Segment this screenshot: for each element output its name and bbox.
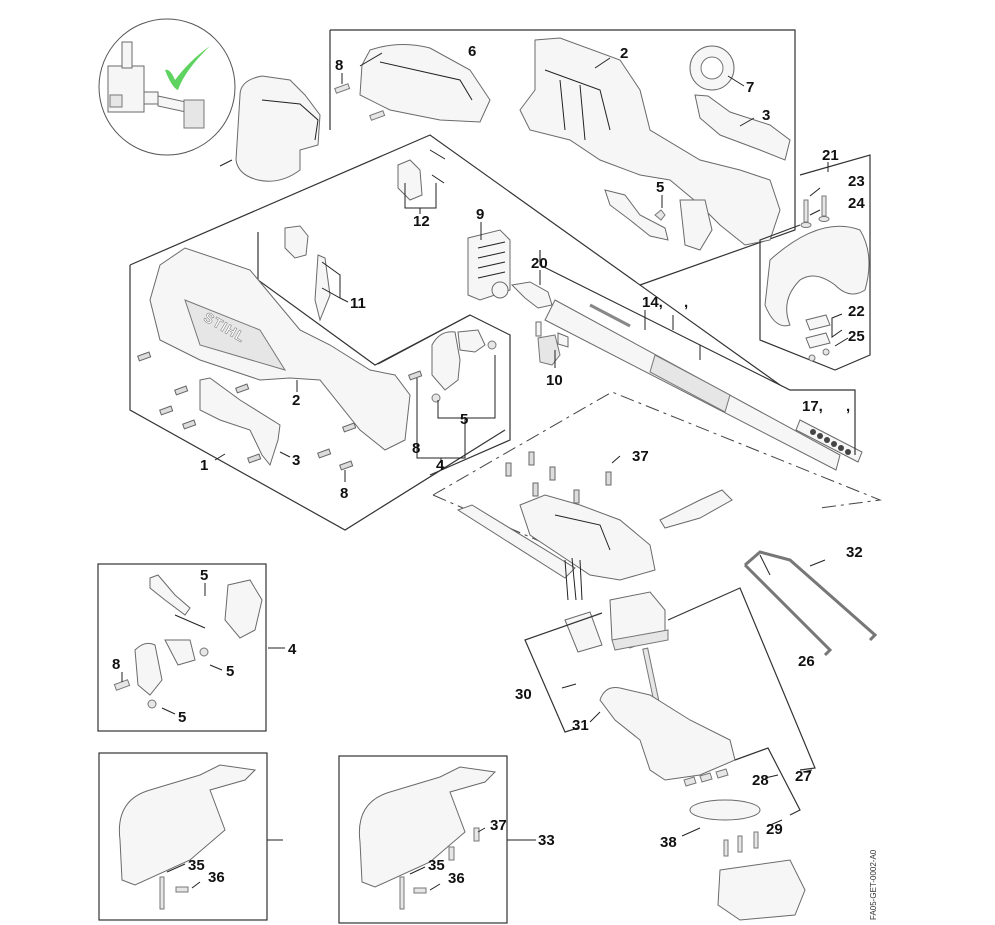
label-10: 10	[546, 372, 563, 389]
part-2-housing	[519, 37, 781, 246]
part-3-grip	[199, 377, 281, 467]
part-17-sticker	[795, 419, 863, 463]
tube-part	[456, 504, 576, 579]
label-21: 21	[822, 147, 839, 164]
label-5: 5	[656, 179, 664, 196]
label-26: 26	[798, 653, 815, 670]
label-3-middle: 3	[292, 452, 300, 469]
part-1-housing: STIHL	[149, 247, 411, 451]
part-11-contacts	[284, 225, 331, 322]
part-5-lever	[604, 189, 713, 251]
box-part-27	[734, 747, 801, 816]
label-36-right: 36	[448, 870, 465, 887]
label-8: 8	[335, 57, 343, 74]
check-mark-icon	[165, 46, 210, 90]
label-5-detail-mid: 5	[226, 663, 234, 680]
label-2: 2	[620, 45, 628, 62]
part-20-cable	[510, 281, 553, 309]
label-8-middle: 8	[340, 485, 348, 502]
label-14-comma: ,	[684, 294, 688, 311]
label-30: 30	[515, 686, 532, 703]
label-38: 38	[660, 834, 677, 851]
callout-labels: 8 6 2 7 3 5 12 9 20 11 10 14, , 17, , 21…	[112, 43, 865, 887]
label-12: 12	[413, 213, 430, 230]
guard-right-part	[358, 766, 497, 910]
label-5-box4: 5	[460, 411, 468, 428]
label-8-detail: 8	[112, 656, 120, 673]
part-7-ring	[689, 45, 735, 91]
label-5-detail-bot: 5	[178, 709, 186, 726]
part-21-handle	[764, 195, 870, 362]
screw-8-top	[334, 83, 386, 121]
label-17-comma: ,	[846, 398, 850, 415]
loop-handle-part	[659, 489, 733, 529]
label-35-right: 35	[428, 857, 445, 874]
screws-8-middle	[137, 351, 423, 471]
label-17: 17,	[802, 398, 823, 415]
label-25: 25	[848, 328, 865, 345]
label-27: 27	[795, 768, 812, 785]
label-37: 37	[632, 448, 649, 465]
battery-cover-part	[219, 75, 321, 182]
screws-37	[505, 451, 612, 504]
part-32-bracket	[743, 550, 878, 657]
label-20: 20	[531, 255, 548, 272]
label-23: 23	[848, 173, 865, 190]
label-24: 24	[848, 195, 865, 212]
part-9-module	[467, 229, 511, 301]
box-part-26	[667, 587, 816, 771]
box-part-4-detail	[97, 563, 267, 732]
box-guard-left	[98, 752, 268, 921]
label-11: 11	[350, 295, 366, 312]
label-37-guard: 37	[490, 817, 507, 834]
label-33: 33	[538, 832, 555, 849]
label-14: 14,	[642, 294, 663, 311]
label-31: 31	[572, 717, 589, 734]
box-top-housing	[329, 29, 796, 286]
leader-lines	[121, 52, 849, 891]
box-shaft	[539, 250, 856, 455]
label-29: 29	[766, 821, 783, 838]
box-part-21	[759, 154, 871, 371]
handle-body-part	[519, 494, 656, 601]
label-28: 28	[752, 772, 769, 789]
label-4-middle: 4	[436, 457, 445, 474]
drawing-code: FA05-GET-0002-A0	[869, 849, 878, 920]
label-8-box4: 8	[412, 440, 420, 457]
part-4-assembly-middle	[431, 329, 497, 403]
box-part-30	[524, 612, 603, 733]
label-35-left: 35	[188, 857, 205, 874]
label-32: 32	[846, 544, 863, 561]
part-3-trim	[694, 94, 791, 161]
part-14-shaft	[544, 299, 841, 471]
inset-switch-detail	[98, 18, 236, 156]
label-36-left: 36	[208, 869, 225, 886]
label-2-middle: 2	[292, 392, 300, 409]
motor-head-assembly	[564, 591, 806, 921]
label-7: 7	[746, 79, 754, 96]
label-4-detail: 4	[288, 641, 297, 658]
box-middle-housing	[129, 134, 781, 531]
guard-left-part	[118, 764, 257, 910]
label-1: 1	[200, 457, 208, 474]
label-22: 22	[848, 303, 865, 320]
part-6-cover	[359, 44, 491, 123]
label-3: 3	[762, 107, 770, 124]
label-9: 9	[476, 206, 484, 223]
part-12-bracket	[397, 149, 446, 201]
label-5-detail-top: 5	[200, 567, 208, 584]
box-part-4	[377, 314, 511, 476]
part-4-detail-parts	[113, 574, 263, 709]
label-6: 6	[468, 43, 476, 60]
